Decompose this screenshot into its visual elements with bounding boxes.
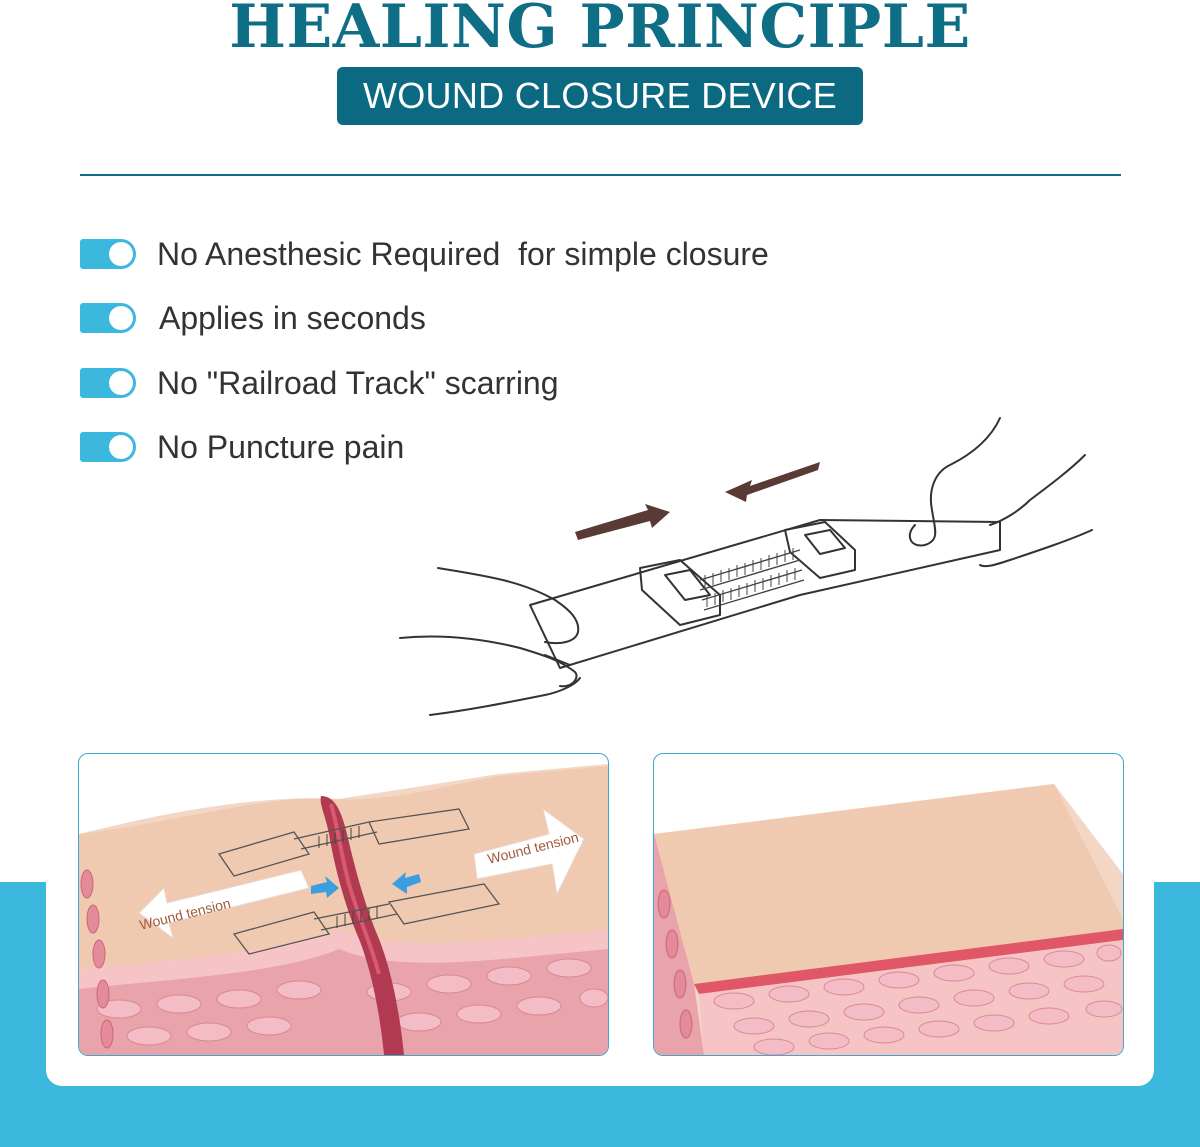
toggle-switch-icon <box>80 303 136 333</box>
feature-item: No Anesthesic Required for simple closur… <box>80 226 980 282</box>
tissue-cells <box>96 958 608 1046</box>
right-hand-outline <box>908 417 1001 547</box>
feature-item: No Puncture pain <box>80 419 980 475</box>
device-left-housing <box>639 559 721 626</box>
tissue-cells <box>713 944 1123 1055</box>
left-hand-finger <box>399 635 578 688</box>
feature-text: No Anesthesic Required for simple closur… <box>157 235 769 272</box>
closure-device-top <box>217 808 470 877</box>
feature-text: No Puncture pain <box>157 428 405 465</box>
wound-open-panel: Wound tension Wound tension <box>78 753 609 1056</box>
feature-item: Applies in seconds <box>80 290 980 346</box>
left-hand-thumb <box>429 677 581 716</box>
tension-arrow-right <box>473 807 585 896</box>
compression-arrow-icon <box>311 872 421 898</box>
device-application-illustration <box>399 417 1093 716</box>
wound-healed-panel <box>653 753 1124 1056</box>
right-hand-finger <box>989 454 1086 526</box>
toggle-switch-icon <box>80 368 136 398</box>
healed-skin-surface <box>654 784 1123 984</box>
subtitle-badge: WOUND CLOSURE DEVICE <box>337 67 863 125</box>
left-hand-outline <box>437 567 580 645</box>
toggle-switch-icon <box>80 239 136 269</box>
toggle-switch-icon <box>80 432 136 462</box>
device-ratchet-teeth <box>704 548 796 607</box>
feature-text: Applies in seconds <box>159 299 426 336</box>
device-right-housing <box>784 521 856 579</box>
page-title: HEALING PRINCIPLE <box>229 0 971 62</box>
device-ratchet-straps <box>699 549 805 611</box>
tension-arrow-left <box>138 869 310 940</box>
feature-text: No "Railroad Track" scarring <box>157 364 559 401</box>
feature-item: No "Railroad Track" scarring <box>80 355 980 411</box>
right-hand-edge <box>979 529 1093 568</box>
device-base <box>529 519 1001 669</box>
compression-arrow-icon <box>575 462 820 540</box>
header-divider <box>80 174 1121 176</box>
